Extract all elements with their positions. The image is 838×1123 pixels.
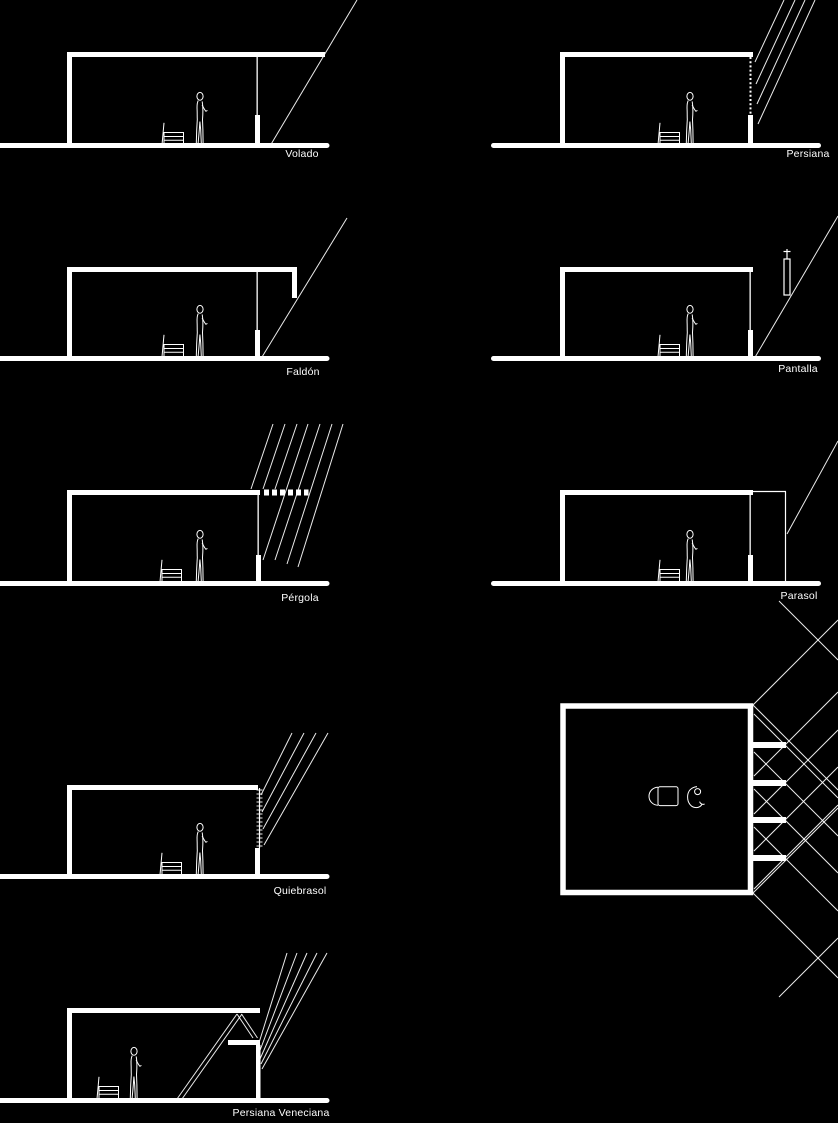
- left-wall: [560, 490, 565, 583]
- ground-line: [0, 874, 330, 879]
- person-figure: [129, 1046, 142, 1100]
- left-wall: [560, 267, 565, 358]
- sun-rays: [754, 0, 816, 125]
- ground-line: [0, 581, 330, 586]
- diagram-faldon: [0, 217, 348, 361]
- window-sill: [255, 330, 260, 358]
- sun-rays: [257, 952, 328, 1070]
- lower-wall: [256, 1045, 261, 1100]
- left-wall: [67, 490, 72, 583]
- sun-ray: [269, 0, 358, 147]
- chair-figure: [159, 852, 182, 876]
- screen-panel: [783, 249, 791, 296]
- roof-slab: [67, 267, 297, 272]
- ground-line: [0, 1098, 330, 1103]
- light-shelf: [228, 1040, 260, 1045]
- roof-slab: [67, 1008, 260, 1013]
- label-parasol: Parasol: [780, 590, 818, 602]
- left-wall: [67, 52, 72, 146]
- label-quiebrasol: Quiebrasol: [273, 885, 327, 897]
- fascia-flap: [292, 267, 297, 298]
- chair-figure: [96, 1076, 119, 1100]
- sun-rays: [260, 732, 329, 846]
- label-faldon: Faldón: [286, 366, 320, 378]
- ground-line: [491, 143, 821, 148]
- window-sill: [748, 115, 753, 146]
- ground-line: [0, 356, 330, 361]
- diagram-volado: [0, 0, 358, 148]
- roof-slab: [67, 490, 260, 495]
- chair-figure: [161, 122, 184, 146]
- diagram-quiebrasol: [0, 732, 330, 879]
- roof-slab: [67, 52, 325, 57]
- room-plan-walls: [560, 703, 754, 896]
- person-figure: [685, 91, 698, 145]
- left-wall: [67, 267, 72, 358]
- chair-figure: [159, 559, 182, 583]
- brise-soleil-louvers: [256, 788, 263, 848]
- person-figure: [195, 529, 208, 583]
- roof-slab: [67, 785, 258, 790]
- person-figure: [195, 304, 208, 358]
- roof-slab: [560, 267, 753, 272]
- table-plan-figure: [648, 786, 679, 807]
- vertical-fins: [753, 742, 786, 861]
- person-figure: [685, 304, 698, 358]
- diagram-parasol: [491, 440, 838, 586]
- left-wall: [560, 52, 565, 146]
- chair-figure: [657, 559, 680, 583]
- left-wall: [67, 1008, 72, 1100]
- window-glass-line: [256, 272, 258, 330]
- roof-slab: [560, 490, 753, 495]
- left-wall: [67, 785, 72, 876]
- sun-ray: [786, 440, 838, 535]
- window-sill: [255, 115, 260, 146]
- label-persiana-veneciana: Persiana Veneciana: [232, 1107, 330, 1119]
- diagram-plan-vertical-fins: [560, 600, 838, 998]
- label-persiana: Persiana: [786, 148, 830, 160]
- window-glass-line: [256, 57, 258, 115]
- sun-rays-plan: [752, 600, 838, 998]
- diagram-persiana: [491, 0, 821, 148]
- window-sill: [255, 848, 260, 876]
- person-plan-figure: [687, 786, 706, 809]
- window-sill: [748, 555, 753, 583]
- diagram-pergola: [0, 423, 344, 586]
- pergola-slats: [264, 489, 309, 496]
- reflected-light-rays: [176, 1013, 258, 1100]
- parasol-panel: [753, 490, 787, 584]
- chair-figure: [657, 122, 680, 146]
- label-pergola: Pérgola: [281, 592, 319, 604]
- ground-line: [491, 581, 821, 586]
- person-figure: [195, 91, 208, 145]
- sun-ray: [261, 217, 348, 358]
- ground-line: [491, 356, 821, 361]
- person-figure: [195, 822, 208, 876]
- window-glass-line: [257, 495, 259, 555]
- chair-figure: [161, 334, 184, 358]
- window-sill: [748, 330, 753, 358]
- label-pantalla: Pantalla: [778, 363, 818, 375]
- diagram-persiana-veneciana: [0, 952, 330, 1103]
- sun-rays: [250, 423, 344, 568]
- chair-figure: [657, 334, 680, 358]
- window-glass-line: [749, 272, 751, 330]
- window-sill: [256, 555, 261, 583]
- roof-slab: [560, 52, 753, 57]
- person-figure: [685, 529, 698, 583]
- window-glass-line: [749, 495, 751, 555]
- diagram-pantalla: [491, 215, 838, 361]
- sun-ray: [753, 215, 838, 360]
- label-volado: Volado: [285, 148, 319, 160]
